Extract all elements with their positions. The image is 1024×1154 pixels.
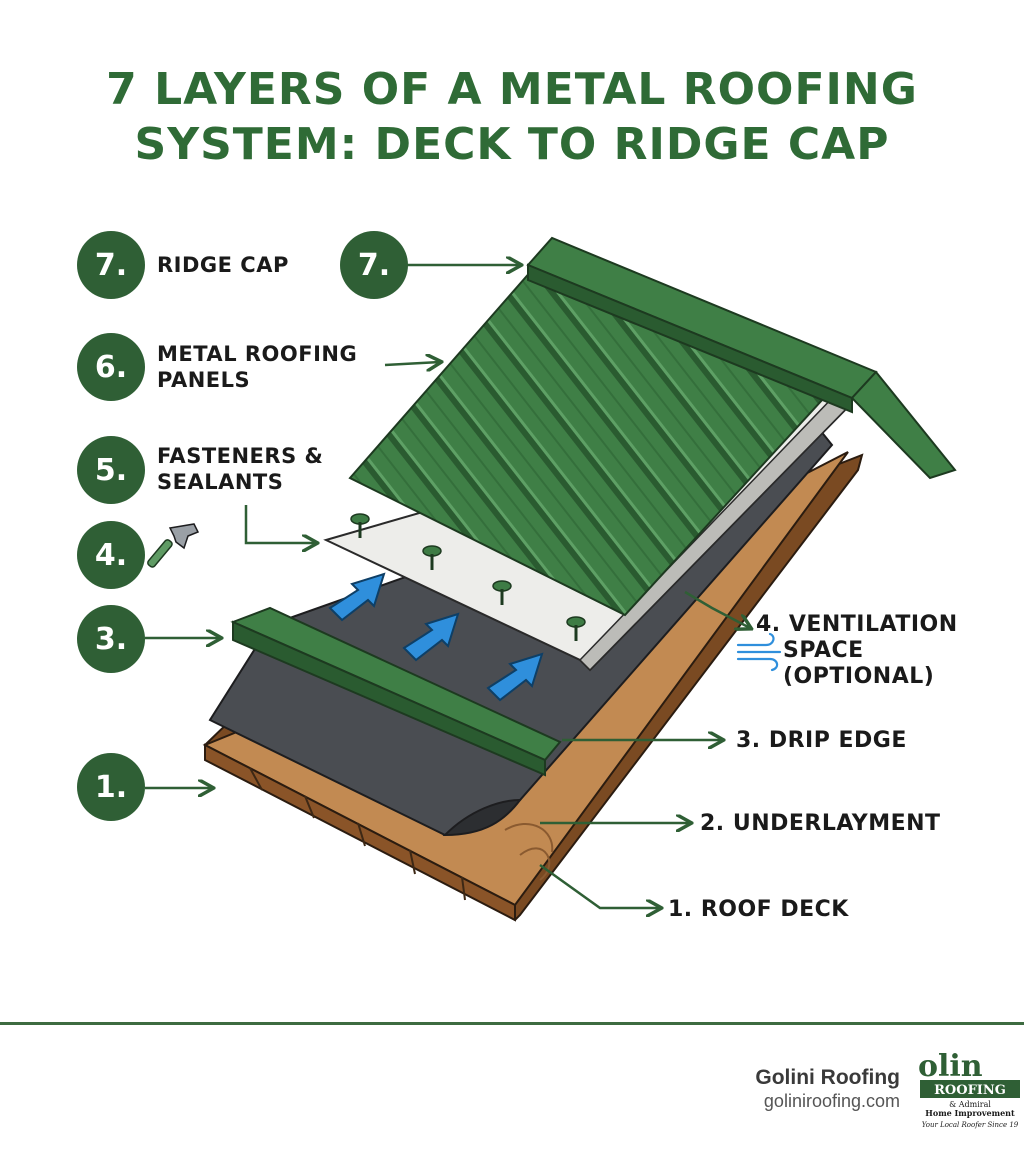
arrow-ventilation — [684, 590, 750, 628]
fasteners — [350, 513, 586, 641]
screw-4 — [566, 616, 586, 641]
logo-banner: ROOFING — [934, 1083, 1006, 1098]
label-ventilation-line3: (OPTIONAL) — [783, 664, 935, 689]
label-fasteners: FASTENERS & SEALANTS — [157, 443, 323, 495]
title-line-1: 7 LAYERS OF A METAL ROOFING — [106, 64, 918, 115]
label-fasteners-line1: FASTENERS & — [157, 444, 324, 468]
ridge-cap — [526, 236, 957, 480]
roof-layers-diagram — [145, 236, 957, 922]
label-ventilation-line1: 4. VENTILATION — [756, 612, 958, 637]
drip-edge — [230, 606, 562, 777]
hammer-icon — [147, 523, 200, 568]
footer-divider — [0, 1022, 1024, 1025]
airflow-arrow-3 — [486, 652, 544, 702]
badge-4: 4. — [77, 521, 145, 589]
badge-3: 3. — [77, 605, 145, 673]
label-fasteners-line2: SEALANTS — [157, 470, 284, 494]
company-logo: olin ROOFING & Admiral Home Improvement … — [918, 1050, 1020, 1129]
company-website[interactable]: goliniroofing.com — [763, 1091, 900, 1111]
airflow-arrow-1 — [328, 572, 386, 622]
badge-1: 1. — [77, 753, 145, 821]
arrow-roof-deck-right — [539, 863, 660, 908]
arrow-metal-panels — [384, 362, 440, 365]
label-underlayment: 2. UNDERLAYMENT — [700, 811, 941, 836]
logo-sub1: & Admiral — [949, 1100, 991, 1109]
company-name: Golini Roofing — [755, 1066, 900, 1089]
arrow-fasteners — [244, 505, 316, 543]
wind-icon — [736, 632, 782, 672]
screw-3 — [492, 580, 512, 605]
screw-2 — [422, 545, 442, 570]
label-ventilation-line2: SPACE — [783, 638, 864, 663]
airflow-arrow-2 — [402, 612, 460, 662]
badge-ridge-callout: 7. — [340, 231, 408, 299]
label-drip-edge: 3. DRIP EDGE — [736, 728, 907, 753]
label-ridge-cap: RIDGE CAP — [157, 253, 289, 277]
page-title: 7 LAYERS OF A METAL ROOFING SYSTEM: DECK… — [0, 62, 1024, 172]
label-roof-deck: 1. ROOF DECK — [668, 897, 849, 922]
label-metal-panels-line1: METAL ROOFING — [157, 342, 358, 366]
screw-1 — [350, 513, 370, 538]
title-line-2: SYSTEM: DECK TO RIDGE CAP — [134, 119, 890, 170]
label-metal-panels: METAL ROOFING PANELS — [157, 341, 357, 393]
logo-sub2: Home Improvement — [925, 1108, 1015, 1118]
badge-6: 6. — [77, 333, 145, 401]
logo-word: olin — [918, 1050, 983, 1084]
airflow-arrows — [328, 572, 544, 702]
badge-7: 7. — [77, 231, 145, 299]
badge-5: 5. — [77, 436, 145, 504]
label-ventilation: 4. VENTILATION SPACE (OPTIONAL) — [756, 612, 958, 690]
label-metal-panels-line2: PANELS — [157, 368, 251, 392]
logo-tagline: Your Local Roofer Since 19 — [922, 1121, 1019, 1129]
